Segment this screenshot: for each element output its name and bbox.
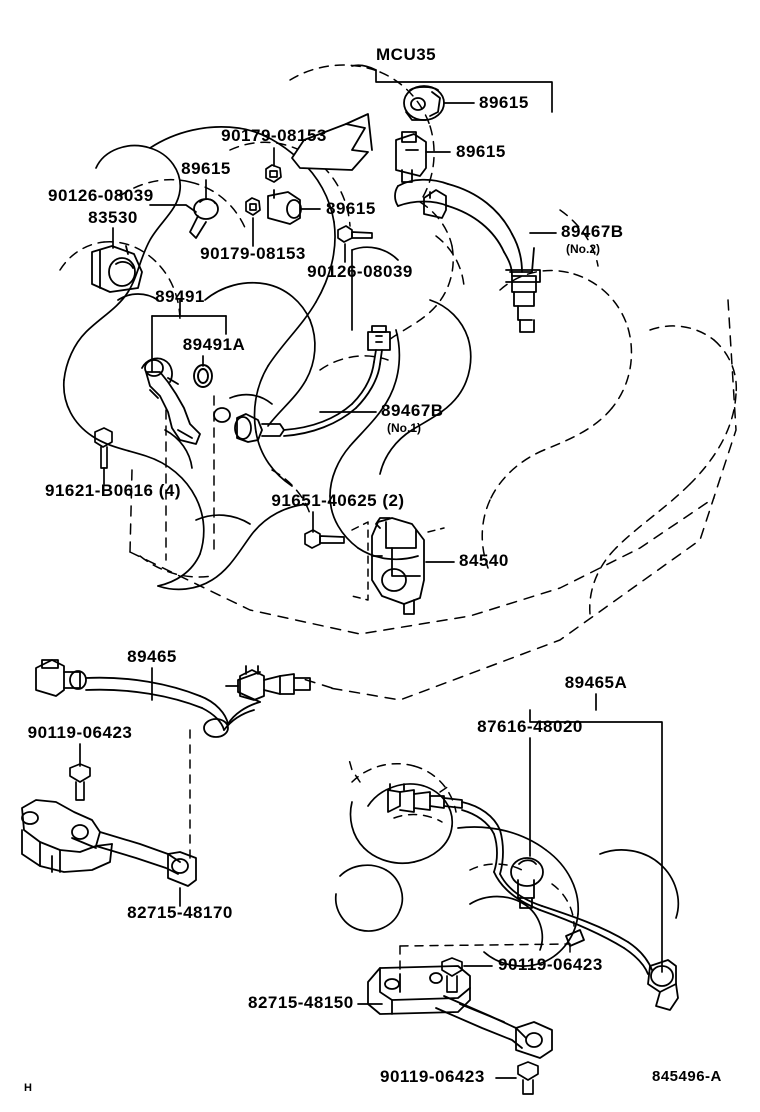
part-82715-48150-bracket: [367, 965, 553, 1059]
part-91621-b0616-bolt: [94, 427, 113, 469]
label-84540: 84540: [459, 551, 509, 570]
label-89615-middle: 89615: [326, 199, 376, 218]
figure-code: 845496-A: [652, 1068, 722, 1085]
label-83530: 83530: [88, 208, 138, 227]
part-90119-06423-bottom-bolt: [517, 1061, 539, 1095]
leader-lines: [79, 64, 663, 1079]
sheet-letter: H: [24, 1082, 33, 1094]
label-89465a: 89465A: [564, 673, 628, 692]
label-87616-48020: 87616-48020: [477, 717, 583, 736]
label-90179-08153-lower: 90179-08153: [200, 244, 306, 263]
intake-manifold-outline: [329, 246, 472, 561]
part-89615-second: [395, 131, 427, 183]
part-90179-08153-upper: [265, 164, 282, 183]
label-90126-08039-left: 90126-08039: [48, 186, 154, 205]
label-90179-08153-upper: 90179-08153: [221, 126, 327, 145]
leader-89465a-bracket: [529, 709, 663, 973]
part-89467b-no2: [394, 178, 541, 333]
label-89467b-no1: 89467B: [381, 401, 444, 420]
label-90126-08039-right: 90126-08039: [307, 262, 413, 281]
part-84540-valve: [371, 517, 425, 615]
label-mcu35: MCU35: [376, 45, 437, 64]
part-82715-48170-bracket: [21, 799, 197, 887]
label-90119-06423-upper: 90119-06423: [27, 723, 133, 742]
part-91651-40625-bolt: [304, 529, 345, 549]
part-90179-08153-lower: [245, 197, 261, 216]
label-90119-06423-mid: 90119-06423: [498, 955, 603, 974]
label-89465: 89465: [127, 647, 177, 666]
label-89467b-no2: 89467B: [561, 222, 624, 241]
label-82715-48170: 82715-48170: [127, 903, 233, 922]
bracket-82715-48150-link: [399, 943, 571, 973]
part-89615-top: [403, 85, 445, 121]
label-82715-48150: 82715-48150: [248, 993, 354, 1012]
view-direction-arrow-tail: [345, 113, 373, 151]
part-89491a-seal: [193, 364, 213, 388]
label-91621-b0616: 91621-B0616 (4): [44, 481, 182, 500]
part-89465-sensor: [35, 659, 311, 738]
leader-90126-left: [149, 204, 197, 213]
part-84540-hidden: [351, 521, 445, 601]
part-89615-middle: [267, 189, 302, 225]
label-89615-second: 89615: [456, 142, 506, 161]
label-89491: 89491: [155, 287, 205, 306]
exhaust-manifold-hidden: [347, 755, 575, 927]
part-87616-48020-clamp: [510, 857, 544, 909]
view-direction-arrow: [291, 123, 369, 171]
label-89467b-no1-sub: (No.1): [387, 421, 421, 435]
leader-mcu35-bracket: [375, 69, 553, 113]
part-89465a-sensor: [387, 783, 679, 1011]
assembly-link-dashed: [299, 299, 737, 701]
part-83530-switch: [91, 245, 143, 293]
label-89467b-no2-sub: (No.2): [566, 242, 600, 256]
label-91651-40625: 91651-40625 (2): [271, 491, 405, 510]
part-90119-06423-upper-bolt: [69, 763, 91, 801]
label-90119-06423-bottom: 90119-06423: [380, 1067, 485, 1086]
exhaust-manifold-outline: [334, 783, 680, 967]
label-89491a: 89491A: [182, 335, 246, 354]
part-90119-06423-mid-bolt: [441, 957, 463, 993]
part-89615-left: [189, 198, 219, 239]
label-89615-top: 89615: [479, 93, 529, 112]
label-89615-left: 89615: [181, 159, 231, 178]
part-90126-08039-right: [337, 225, 373, 243]
leader-mcu35-tick: [351, 64, 377, 71]
lower-boundary-hidden: [129, 469, 715, 635]
engine-hidden-lines: [59, 64, 738, 615]
part-89491-bracket: [141, 357, 201, 445]
